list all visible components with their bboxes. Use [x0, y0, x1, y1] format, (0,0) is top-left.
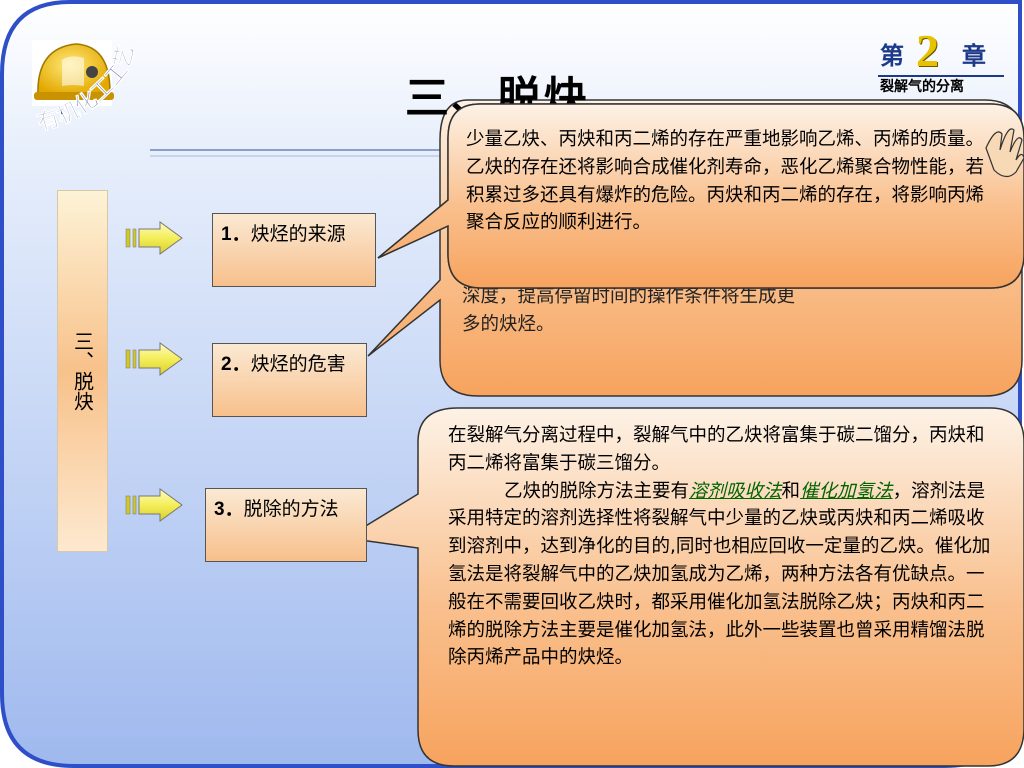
chapter-badge: 第 2 章 裂解气的分离	[876, 25, 1004, 105]
chapter-prefix: 第	[880, 41, 904, 70]
catalytic-hydrogenation-link[interactable]: 催化加氢法	[800, 480, 893, 502]
topic-label: 脱除的方法	[243, 498, 339, 520]
chapter-subtitle: 裂解气的分离	[880, 79, 964, 95]
method-bubble-text: 在裂解气分离过程中，裂解气中的乙炔将富集于碳二馏分，丙炔和丙二烯将富集于碳三馏分…	[448, 422, 994, 672]
method-text-c: ，溶剂法是采用特定的溶剂选择性将裂解气中少量的乙炔或丙炔和丙二烯吸收到溶剂中，达…	[448, 480, 991, 669]
topic-number: 3．	[214, 499, 244, 520]
method-text-a: 乙炔的脱除方法主要有	[504, 480, 690, 502]
topic-source-button[interactable]: 1．炔烃的来源	[212, 213, 376, 287]
arrow-icon-3	[125, 488, 183, 522]
topic-method-button[interactable]: 3．脱除的方法	[205, 488, 367, 562]
topic-number: 1．	[221, 224, 251, 245]
solvent-absorption-link[interactable]: 溶剂吸收法	[689, 480, 782, 502]
method-text-b: 和	[781, 480, 801, 502]
source-line-1: 深度，提高停留时间的操作条件将生成更	[462, 286, 796, 307]
hazard-bubble-text: 少量乙炔、丙炔和丙二烯的存在严重地影响乙烯、丙烯的质量。乙炔的存在还将影响合成催…	[466, 129, 985, 234]
arrow-icon-2	[125, 342, 183, 376]
topic-label: 炔烃的危害	[250, 353, 346, 375]
method-paragraph-2: 乙炔的脱除方法主要有溶剂吸收法和催化加氢法，溶剂法是采用特定的溶剂选择性将裂解气…	[448, 478, 994, 673]
topic-hazard-button[interactable]: 2．炔烃的危害	[212, 343, 367, 417]
chapter-suffix: 章	[962, 41, 986, 70]
logo-helmet-icon	[32, 40, 114, 106]
topic-number: 2．	[221, 354, 251, 375]
topic-label: 炔烃的来源	[250, 223, 346, 245]
method-paragraph-1: 在裂解气分离过程中，裂解气中的乙炔将富集于碳二馏分，丙炔和丙二烯将富集于碳三馏分…	[448, 425, 985, 474]
chapter-number: 2	[916, 25, 939, 76]
source-bubble-text: 深度，提高停留时间的操作条件将生成更 多的炔烃。	[462, 283, 992, 339]
hazard-bubble-overlay	[377, 103, 1024, 289]
source-line-2: 多的炔烃。	[462, 313, 555, 335]
method-bubble	[343, 407, 1024, 767]
arrow-icon-1	[125, 221, 183, 255]
section-side-label: 三、脱炔	[57, 190, 108, 552]
